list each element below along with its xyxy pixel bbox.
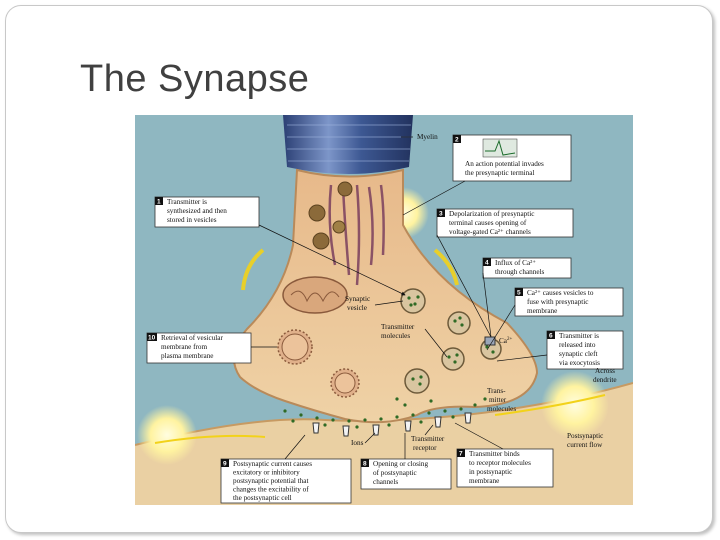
svg-text:Depolarization of presynaptic: Depolarization of presynaptic — [449, 210, 534, 218]
svg-text:membrane: membrane — [469, 477, 499, 485]
svg-text:via exocytosis: via exocytosis — [559, 359, 600, 367]
svg-text:stored in vesicles: stored in vesicles — [167, 216, 217, 224]
ca-channel — [484, 336, 496, 346]
label-transmitter-molecules-2: molecules — [381, 332, 410, 340]
svg-text:the presynaptic terminal: the presynaptic terminal — [465, 169, 534, 177]
svg-text:synaptic cleft: synaptic cleft — [559, 350, 598, 358]
svg-text:membrane: membrane — [527, 307, 557, 315]
svg-text:membrane from: membrane from — [161, 343, 208, 351]
svg-text:postsynaptic potential that: postsynaptic potential that — [233, 477, 308, 485]
svg-text:An action potential invades: An action potential invades — [465, 160, 544, 168]
svg-text:3: 3 — [439, 211, 443, 218]
mitochondrion — [282, 276, 348, 314]
svg-text:to receptor molecules: to receptor molecules — [469, 459, 531, 467]
label-synaptic-vesicle-2: vesicle — [347, 304, 367, 312]
step-4: 4 Influx of Ca²⁺ through channels — [482, 257, 572, 279]
svg-text:the postsynaptic cell: the postsynaptic cell — [233, 494, 292, 502]
slide-title: The Synapse — [80, 58, 310, 100]
svg-text:terminal causes opening of: terminal causes opening of — [449, 219, 527, 227]
svg-text:Transmitter binds: Transmitter binds — [469, 450, 520, 458]
svg-text:2: 2 — [455, 137, 459, 144]
action-potential-graph — [482, 138, 518, 158]
label-across-dendrite-1: Across — [595, 367, 615, 375]
transmitter-receptors — [312, 412, 472, 437]
leader-lines — [251, 136, 548, 460]
svg-text:voltage-gated Ca²⁺ channels: voltage-gated Ca²⁺ channels — [449, 228, 531, 236]
svg-text:8: 8 — [363, 461, 367, 468]
label-ions: Ions — [351, 439, 364, 447]
svg-text:Ca²⁺ causes vesicles to: Ca²⁺ causes vesicles to — [527, 289, 594, 297]
svg-text:Transmitter is: Transmitter is — [559, 332, 599, 340]
step-6: 6 Transmitter is released into synaptic … — [546, 330, 624, 370]
svg-text:synthesized and then: synthesized and then — [167, 207, 227, 215]
svg-text:through channels: through channels — [495, 268, 545, 276]
svg-text:9: 9 — [223, 461, 227, 468]
svg-text:10: 10 — [148, 335, 156, 342]
step-1: 1 Transmitter is synthesized and then st… — [154, 196, 260, 228]
label-synaptic-vesicle-1: Synaptic — [345, 295, 370, 303]
svg-text:Influx of Ca²⁺: Influx of Ca²⁺ — [495, 259, 536, 267]
svg-text:Postsynaptic current causes: Postsynaptic current causes — [233, 460, 312, 468]
step-7: 7 Transmitter binds to receptor molecule… — [456, 448, 554, 488]
svg-text:in postsynaptic: in postsynaptic — [469, 468, 512, 476]
svg-text:5: 5 — [517, 290, 521, 297]
synapse-diagram: 2 An action potential invades the presyn… — [135, 115, 633, 505]
step-10: 10 Retrieval of vesicular membrane from … — [146, 332, 252, 364]
step-2: 2 An action potential invades the presyn… — [452, 134, 572, 182]
svg-text:of postsynaptic: of postsynaptic — [373, 469, 417, 477]
label-postsynaptic-flow-1: Postsynaptic — [567, 432, 603, 440]
step-8: 8 Opening or closing of postsynaptic cha… — [360, 458, 452, 490]
label-ca: Ca2+ — [499, 337, 512, 345]
current-flow-arrows — [241, 248, 459, 291]
svg-text:Retrieval of vesicular: Retrieval of vesicular — [161, 334, 223, 342]
svg-text:channels: channels — [373, 478, 398, 486]
svg-text:Transmitter is: Transmitter is — [167, 198, 207, 206]
label-transmitter-molecules-4: mitter — [489, 396, 507, 404]
myelin-sheath — [283, 115, 413, 174]
svg-text:Opening or closing: Opening or closing — [373, 460, 429, 468]
coated-vesicles — [277, 329, 360, 398]
svg-text:7: 7 — [459, 451, 463, 458]
step-3: 3 Depolarization of presynaptic terminal… — [436, 208, 574, 238]
label-across-dendrite-2: dendrite — [593, 376, 617, 384]
label-transmitter-molecules-1: Transmitter — [381, 323, 415, 331]
glow-right-icon — [541, 371, 609, 439]
svg-text:4: 4 — [485, 260, 489, 267]
svg-text:fuse with presynaptic: fuse with presynaptic — [527, 298, 588, 306]
transmitter-dots — [283, 397, 487, 429]
glow-left-icon — [137, 405, 197, 465]
label-transmitter-receptor-1: Transmitter — [411, 435, 445, 443]
label-transmitter-receptor-2: receptor — [413, 444, 437, 452]
svg-text:1: 1 — [157, 199, 161, 206]
synaptic-vesicles — [400, 288, 502, 394]
svg-text:plasma membrane: plasma membrane — [161, 352, 214, 360]
label-myelin: Myelin — [417, 133, 438, 141]
step-9: 9 Postsynaptic current causes excitatory… — [220, 458, 352, 504]
svg-text:excitatory or inhibitory: excitatory or inhibitory — [233, 469, 300, 477]
step-5: 5 Ca²⁺ causes vesicles to fuse with pres… — [514, 287, 624, 317]
svg-text:changes the excitability of: changes the excitability of — [233, 486, 309, 494]
stored-vesicles — [308, 181, 353, 250]
label-transmitter-molecules-3: Trans- — [487, 387, 506, 395]
svg-text:released into: released into — [559, 341, 596, 349]
svg-text:6: 6 — [549, 333, 553, 340]
label-postsynaptic-flow-2: current flow — [567, 441, 603, 449]
label-transmitter-molecules-5: molecules — [487, 405, 516, 413]
